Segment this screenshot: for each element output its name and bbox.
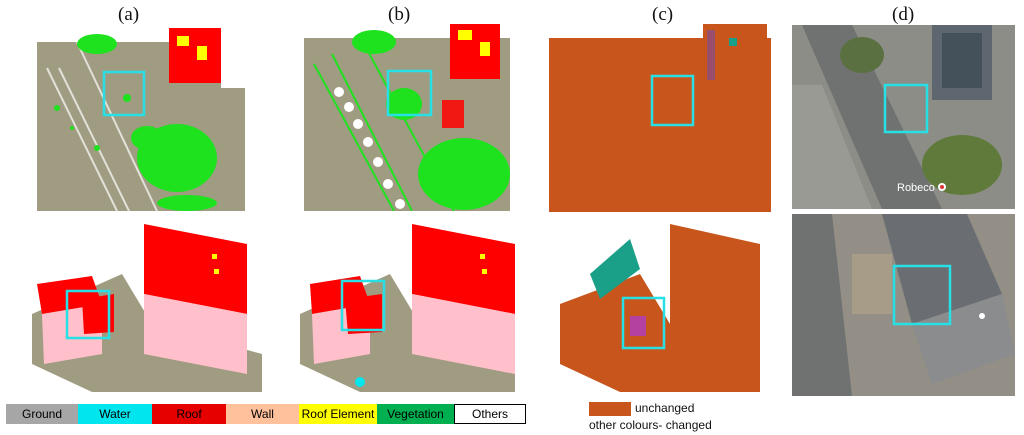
panel-d-top-aerial: Robeco	[792, 25, 1015, 209]
panel-label-b: (b)	[388, 4, 411, 25]
panel-label-c: (c)	[652, 4, 674, 25]
class-legend: Ground Water Roof Wall Roof Element Vege…	[6, 404, 526, 424]
legend-others: Others	[454, 404, 526, 424]
panel-d-bottom-aerial	[792, 214, 1015, 396]
panel-b-top-pointcloud	[304, 24, 510, 211]
legend-water: Water	[78, 404, 152, 424]
panel-c-top-changemap	[549, 24, 771, 212]
legend-ground: Ground	[6, 404, 78, 424]
panel-a-bottom-3d	[32, 214, 270, 392]
map-place-label: Robeco	[897, 182, 935, 194]
panel-a-top-pointcloud	[37, 28, 245, 211]
panel-c-bottom-changemap	[560, 214, 770, 392]
changed-note: other colours- changed	[589, 418, 712, 432]
panel-label-a: (a)	[118, 4, 140, 25]
legend-roof-element: Roof Element	[299, 404, 377, 424]
legend-roof: Roof	[152, 404, 226, 424]
panel-b-bottom-3d	[300, 214, 520, 392]
legend-vegetation: Vegetation	[377, 404, 454, 424]
unchanged-swatch	[589, 402, 631, 416]
legend-wall: Wall	[226, 404, 299, 424]
unchanged-label: unchanged	[635, 401, 695, 415]
panel-label-d: (d)	[892, 4, 915, 25]
